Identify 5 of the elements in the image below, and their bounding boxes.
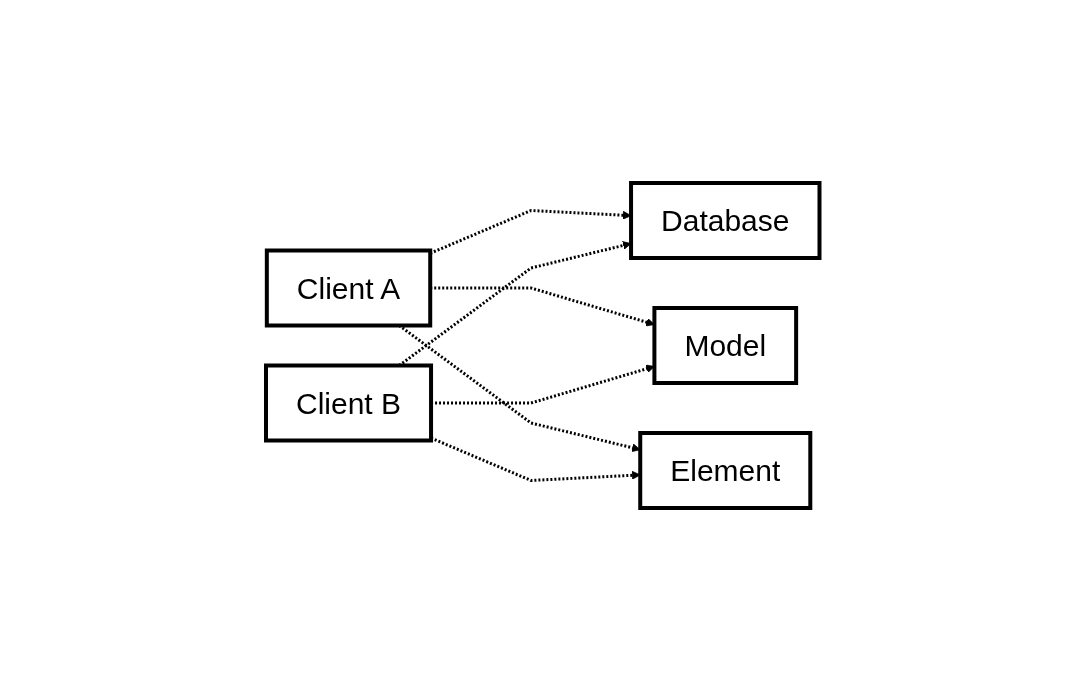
node-box: Client A	[264, 248, 432, 328]
node-box: Database	[628, 181, 822, 260]
node-box: Client B	[263, 363, 433, 443]
node-box: Model	[652, 306, 798, 385]
node-box: Element	[638, 431, 813, 510]
